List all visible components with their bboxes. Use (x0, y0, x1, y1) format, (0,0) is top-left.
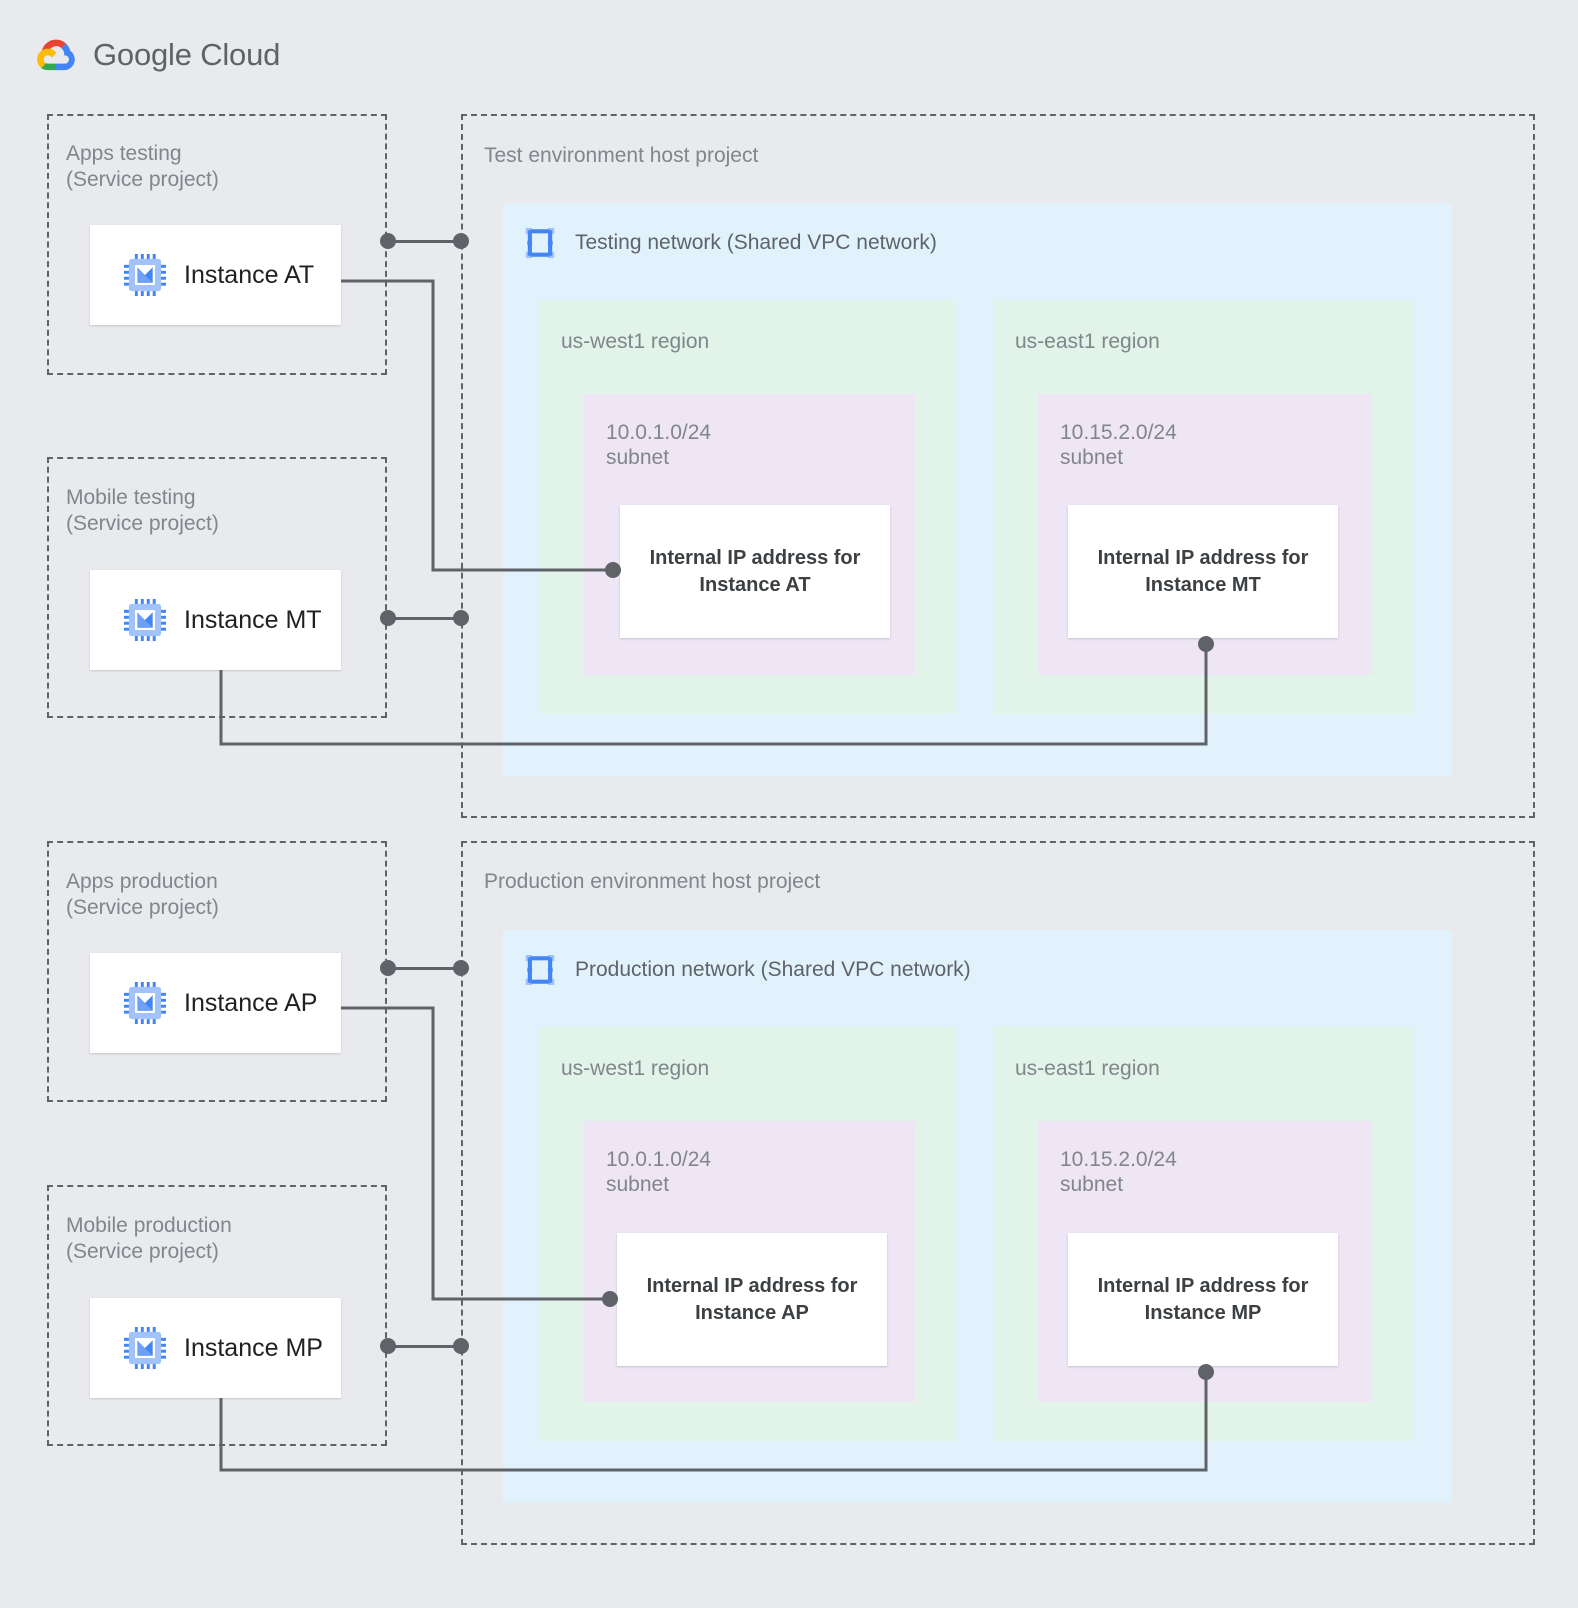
region-label-production-us-west1: us-west1 region (561, 1057, 710, 1080)
brand-cloud: Cloud (200, 37, 281, 72)
subnet-label-testing-us-east1: 10.15.2.0/24 subnet (1060, 421, 1177, 469)
ip-card-instance-mt: Internal IP address for Instance MT (1068, 505, 1338, 638)
peering-dot-right-mobile-production (453, 1338, 469, 1354)
peering-link-mobile-testing (388, 617, 461, 620)
google-cloud-brand: Google Cloud (33, 35, 280, 75)
brand-label: Google Cloud (93, 37, 280, 73)
service-project-mobile-testing-caption: Mobile testing (Service project) (66, 486, 219, 535)
peering-dot-left-mobile-testing (380, 610, 396, 626)
service-project-apps-production-caption: Apps production (Service project) (66, 870, 219, 919)
instance-label-at: Instance AT (184, 260, 315, 289)
instance-card-ap[interactable]: Instance AP (90, 953, 341, 1053)
instance-card-mt[interactable]: Instance MT (90, 570, 341, 670)
ip-card-instance-ap: Internal IP address for Instance AP (617, 1233, 887, 1366)
vpc-network-icon (525, 227, 555, 259)
subnet-label-production-us-west1: 10.0.1.0/24 subnet (606, 1148, 712, 1196)
peering-dot-left-apps-testing (380, 233, 396, 249)
peering-dot-right-apps-testing (453, 233, 469, 249)
vpc-network-production-header: Production network (Shared VPC network) (521, 951, 971, 989)
vpc-network-testing-title: Testing network (Shared VPC network) (575, 231, 937, 254)
peering-link-apps-testing (388, 240, 461, 243)
service-project-mobile-production-caption: Mobile production (Service project) (66, 1214, 232, 1263)
vpc-network-testing-header: Testing network (Shared VPC network) (521, 224, 937, 262)
peering-dot-left-apps-production (380, 960, 396, 976)
instance-card-mp[interactable]: Instance MP (90, 1298, 341, 1398)
route-dot-ip-card-mt (1198, 636, 1214, 652)
service-project-mobile-production (47, 1185, 387, 1446)
service-project-mobile-testing (47, 457, 387, 718)
host-project-test-caption: Test environment host project (484, 144, 759, 167)
region-label-testing-us-east1: us-east1 region (1015, 330, 1160, 353)
instance-label-mp: Instance MP (184, 1333, 323, 1362)
region-label-production-us-east1: us-east1 region (1015, 1057, 1160, 1080)
route-dot-ip-card-ap (602, 1291, 618, 1307)
vm-instance-icon (124, 982, 166, 1024)
peering-dot-right-mobile-testing (453, 610, 469, 626)
route-dot-ip-card-at (605, 562, 621, 578)
ip-card-instance-at: Internal IP address for Instance AT (620, 505, 890, 638)
instance-label-mt: Instance MT (184, 605, 322, 634)
instance-card-at[interactable]: Instance AT (90, 225, 341, 325)
peering-link-mobile-production (388, 1345, 461, 1348)
brand-google: Google (93, 37, 192, 72)
instance-label-ap: Instance AP (184, 988, 318, 1017)
subnet-label-testing-us-west1: 10.0.1.0/24 subnet (606, 421, 712, 469)
region-label-testing-us-west1: us-west1 region (561, 330, 710, 353)
host-project-production-caption: Production environment host project (484, 870, 821, 893)
vm-instance-icon (124, 254, 166, 296)
peering-link-apps-production (388, 967, 461, 970)
ip-card-instance-mp: Internal IP address for Instance MP (1068, 1233, 1338, 1366)
peering-dot-left-mobile-production (380, 1338, 396, 1354)
peering-dot-right-apps-production (453, 960, 469, 976)
vpc-network-production-title: Production network (Shared VPC network) (575, 958, 971, 981)
google-cloud-logo-icon (37, 39, 75, 71)
vpc-network-icon (525, 954, 555, 986)
vm-instance-icon (124, 1327, 166, 1369)
subnet-label-production-us-east1: 10.15.2.0/24 subnet (1060, 1148, 1177, 1196)
route-dot-ip-card-mp (1198, 1364, 1214, 1380)
vm-instance-icon (124, 599, 166, 641)
service-project-apps-testing-caption: Apps testing (Service project) (66, 142, 219, 191)
